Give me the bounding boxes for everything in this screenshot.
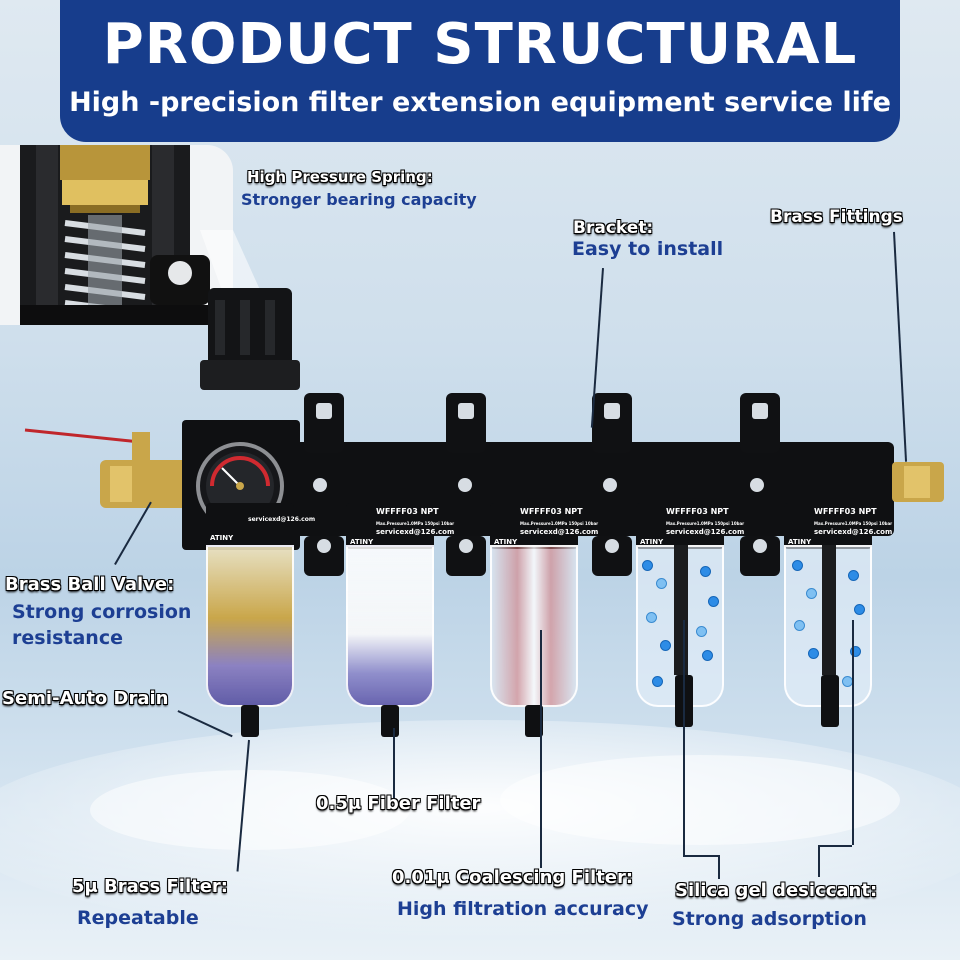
brand-label: ATINY [494,538,518,546]
brass-filter-callout-subtitle: Repeatable [77,907,199,929]
spring-closeup-inset [0,145,233,325]
silica-leader-line-right [852,620,854,845]
page-title: PRODUCT STRUCTURAL [102,12,858,77]
desiccant-bead [700,566,711,577]
drain-valve [821,675,839,727]
spec-label: Max.Pressure1.0MPa 150psi 10bar [666,521,745,526]
desiccant-bead [656,578,667,589]
filter-head-2: WFFFF03 NPT Max.Pressure1.0MPa 150psi 10… [346,503,454,549]
brand-label: ATINY [350,538,374,546]
spec-label: Max.Pressure1.0MPa 150psi 10bar [376,521,455,526]
mounting-bracket [592,393,632,453]
desiccant-bead [848,570,859,581]
email-label: servicexd@126.com [666,528,745,536]
model-label: WFFFF03 NPT [814,507,877,516]
desiccant-bead [702,650,713,661]
email-label: servicexd@126.com [520,528,599,536]
silica-leader-line-left-h [683,855,718,857]
fiber-filter-bowl [346,545,434,707]
email-label: servicexd@126.com [376,528,455,536]
desiccant-bead [660,640,671,651]
coalescing-callout-subtitle: High filtration accuracy [397,898,649,920]
spring-closeup-illustration [20,145,210,325]
desiccant-bead [806,588,817,599]
water-splash-background [0,720,960,940]
mounting-bracket [304,393,344,453]
silica-leader-line-left [683,620,685,855]
desiccant-bead [794,620,805,631]
drain-valve [525,705,543,737]
model-label: WFFFF03 NPT [520,507,583,516]
spring-callout-subtitle: Stronger bearing capacity [241,190,477,209]
coalescing-filter-bowl [490,545,578,707]
brand-label: ATINY [210,534,234,542]
bracket-callout-title: Bracket: [573,218,654,238]
model-label: WFFFF03 NPT [666,507,729,516]
desiccant-tube [674,545,688,675]
page-subtitle: High -precision filter extension equipme… [69,87,891,118]
brand-label: ATINY [640,538,664,546]
email-label: servicexd@126.com [814,528,893,536]
desiccant-tube [822,545,836,675]
desiccant-bead [652,676,663,687]
filter-head-1: ATINY servicexd@126.com [206,503,315,549]
spec-label: Max.Pressure1.0MPa 150psi 10bar [814,521,893,526]
drain-valve [241,705,259,737]
desiccant-bead [708,596,719,607]
brass-filter-callout-title: 5μ Brass Filter: [72,876,228,897]
drain-callout-title: Semi-Auto Drain [2,688,169,709]
desiccant-bead [696,626,707,637]
desiccant-bead [792,560,803,571]
desiccant-bead [850,646,861,657]
desiccant-bead [642,560,653,571]
filter-head-3: WFFFF03 NPT Max.Pressure1.0MPa 150psi 10… [490,503,598,549]
mounting-bracket [446,393,486,453]
title-banner: PRODUCT STRUCTURAL High -precision filte… [60,0,900,142]
coalescing-leader-line [540,630,542,868]
spring-callout-title: High Pressure Spring: [247,168,433,186]
ball-valve-callout-subtitle-line2: resistance [12,627,123,649]
desiccant-bead [646,612,657,623]
ball-valve-callout-subtitle-line1: Strong corrosion [12,601,192,623]
silica-leader-line-right-drop [818,845,820,877]
silica-callout-title: Silica gel desiccant: [675,880,878,901]
silica-leader-line-right-h [818,845,852,847]
filter-head-5: WFFFF03 NPT Max.Pressure1.0MPa 150psi 10… [784,503,892,549]
filter-head-4: WFFFF03 NPT Max.Pressure1.0MPa 150psi 10… [636,503,744,549]
desiccant-bead [808,648,819,659]
brand-label: ATINY [788,538,812,546]
silica-leader-line-left-drop [718,855,720,879]
mounting-bracket [740,393,780,453]
drain-valve [381,705,399,737]
spec-label: Max.Pressure1.0MPa 150psi 10bar [520,521,599,526]
coalescing-callout-title: 0.01μ Coalescing Filter: [392,867,634,888]
desiccant-bead [854,604,865,615]
fiber-callout-title: 0.5μ Fiber Filter [316,793,481,814]
ball-valve-callout-title: Brass Ball Valve: [5,574,175,595]
fittings-callout-title: Brass Fittings [770,207,903,227]
brass-filter-bowl [206,545,294,707]
fiber-leader-line [393,728,395,798]
model-label: WFFFF03 NPT [376,507,439,516]
silica-callout-subtitle: Strong adsorption [672,908,867,930]
email-label: servicexd@126.com [248,516,316,523]
bracket-callout-subtitle: Easy to install [572,238,724,260]
